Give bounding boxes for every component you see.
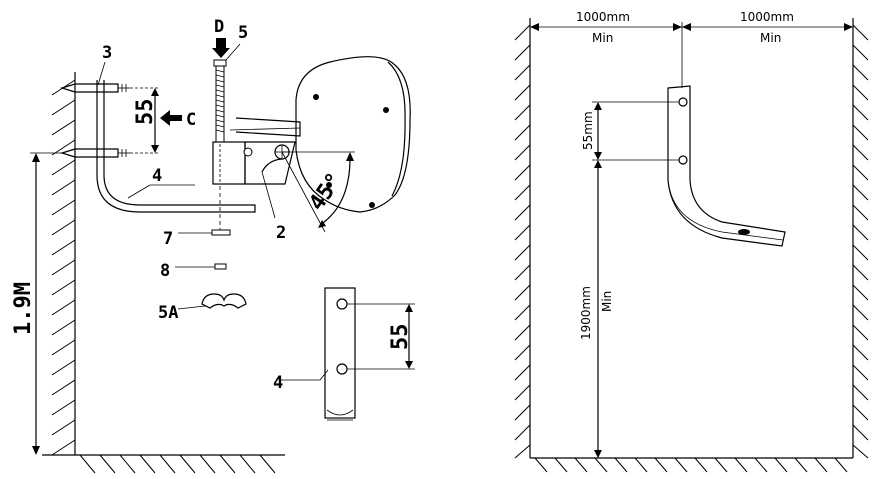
top-clearance-dimensions [530,22,853,88]
left-wall [51,72,76,456]
arrow-d [212,38,230,58]
lock-washer [214,263,227,270]
right-clearance-label: 1000mm [740,10,794,24]
hole-spacing-dimension [130,87,160,154]
label-c: C [186,110,196,130]
tilt-angle-indicator [281,151,355,233]
detail-spacing-label: 55 [388,324,413,351]
leader-3 [97,61,106,86]
wing-nut [201,293,247,309]
label-3: 3 [102,43,112,63]
leader-5 [225,43,241,61]
left-clearance-label: 1000mm [576,10,630,24]
bracket-side-view [96,80,256,213]
leader-5a [177,305,206,310]
mount-height-dimension [30,152,64,455]
label-2: 2 [276,223,286,243]
hole-spacing-label: 55 [133,99,158,126]
floor-height-note: Min [600,291,614,312]
washer [211,229,231,236]
right-hole-spacing-dimension [592,101,679,161]
right-view-floor [530,457,853,473]
wall-screw-top [59,83,130,93]
right-view-left-wall [514,18,531,459]
right-clearance-note: Min [760,31,781,45]
mount-height-label: 1.9M [11,282,36,335]
right-view-right-wall [852,18,869,459]
label-7: 7 [163,229,173,249]
label-5: 5 [238,23,248,43]
label-8: 8 [160,261,170,281]
floor-height-dimension [594,160,602,458]
leader-4-detail [319,369,329,381]
right-hole-spacing-label: 55mm [581,111,595,150]
speaker-body [229,56,411,213]
leader-4 [127,184,151,199]
label-4-detail: 4 [273,373,283,393]
bracket-front-detail [324,287,415,421]
label-5a: 5A [158,303,178,323]
label-d: D [214,17,224,37]
left-clearance-note: Min [592,31,613,45]
wall-screw-bottom [59,148,130,158]
leader-2 [261,171,276,219]
arrow-c [160,110,182,126]
label-4: 4 [152,166,162,186]
right-clearance-view: 1000mm Min 1000mm Min 55mm 1900mm Min [514,10,869,473]
left-floor [42,454,285,474]
floor-height-label: 1900mm [579,286,593,340]
bracket-perspective [667,85,786,247]
mount-block [212,141,296,185]
left-installation-view: 55 C D [11,17,415,474]
